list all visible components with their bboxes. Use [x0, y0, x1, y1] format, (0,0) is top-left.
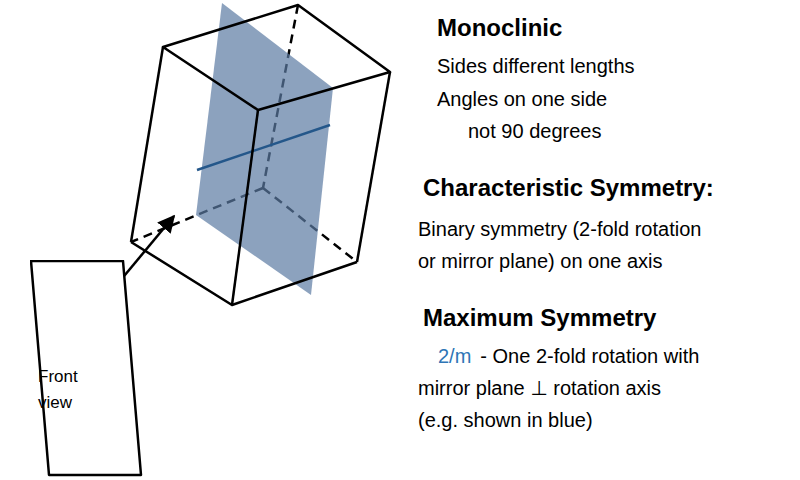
section-heading-block: Characteristic Symmetry: — [423, 172, 714, 203]
symmetry-text-block: Binary symmetry (2-fold rotation or mirr… — [418, 213, 713, 277]
symmetry-text: Binary symmetry (2-fold rotation or mirr… — [418, 218, 701, 272]
mirror-plane — [196, 3, 333, 295]
property-text-block: Angles on one side not 90 degrees — [437, 83, 623, 147]
view-outline-path — [31, 261, 141, 475]
front-view-box: Front view — [30, 260, 142, 476]
property-text: Sides different lengths — [437, 55, 635, 77]
crystal-system-title-block: Monoclinic — [437, 12, 562, 43]
symmetry-text-block: 2/m- One 2-fold rotation with mirror pla… — [418, 340, 701, 436]
rotation-axis — [197, 125, 330, 170]
section-heading: Characteristic Symmetry: — [423, 174, 714, 201]
section-heading: Maximum Symmetry — [423, 304, 656, 331]
property-text-block: Sides different lengths — [437, 50, 635, 82]
section-heading-block: Maximum Symmetry — [423, 302, 656, 333]
symmetry-text: 2/m — [438, 345, 471, 367]
view-label: Front view — [38, 364, 94, 415]
crystal-system-title: Monoclinic — [437, 14, 562, 41]
property-text: Angles on one side not 90 degrees — [437, 88, 607, 142]
prism-edges — [131, 5, 390, 305]
